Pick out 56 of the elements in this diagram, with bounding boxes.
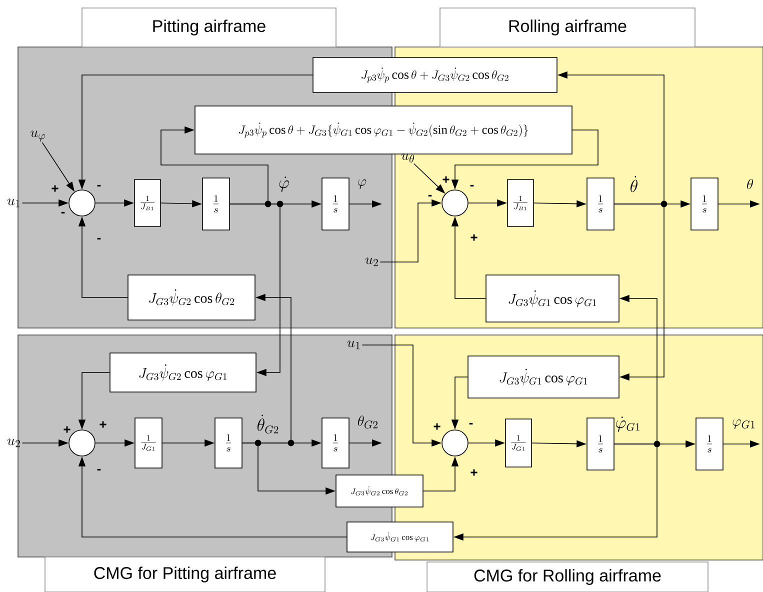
output-label: $\varphi$ — [358, 179, 366, 189]
sign-label: + — [442, 176, 450, 183]
sign-label: - — [469, 422, 473, 424]
signal-label: $\dot{\varphi}$ — [279, 176, 289, 192]
gain-block: $J_{p3}\dot{\psi}_{p}\cos\theta+J_{G3}\{\dot{\psi}_{G1}\cos\varphi_{G1}-\dot{\psi}_{G2}(\sin\theta_{G2}+\cos\theta_{G2})\}$ — [194, 106, 572, 154]
sign-label: + — [100, 421, 106, 428]
input-label: $u_{2}$ — [365, 258, 378, 266]
transfer-block: $\frac{1}{s}$ — [322, 418, 350, 468]
sign-label: - — [428, 194, 432, 196]
transfer-block: $\frac{1}{J_{B1}}$ — [134, 179, 161, 227]
sign-label: - — [470, 184, 474, 186]
panel-title: CMG for Rolling airframe — [426, 562, 708, 592]
input-label: $u_{\varphi}$ — [30, 130, 45, 142]
summing-junction — [442, 190, 468, 216]
transfer-block: $\frac{1}{J_{G1}}$ — [505, 418, 532, 468]
arrow — [230, 204, 280, 376]
transfer-block: $\frac{1}{s}$ — [586, 178, 614, 230]
transfer-block: $\frac{1}{s}$ — [586, 418, 614, 470]
panel-title: Pitting airframe — [82, 8, 336, 48]
transfer-block: $\frac{1}{s}$ — [322, 178, 350, 230]
gain-block: $J_{G3}\dot{\psi}_{G1}\cos\varphi_{G1}$ — [486, 274, 620, 322]
panel-title: Rolling airframe — [440, 8, 696, 48]
transfer-block: $\frac{1}{J_{B1}}$ — [507, 179, 534, 227]
sign-label: - — [97, 238, 101, 240]
sign-label: + — [470, 234, 478, 241]
transfer-block: $\frac{1}{J_{G1}}$ — [134, 418, 162, 468]
transfer-block: $\frac{1}{s}$ — [202, 178, 230, 230]
input-label: $u_{1}$ — [347, 340, 360, 350]
transfer-block: $\frac{1}{s}$ — [696, 418, 724, 470]
summing-junction — [68, 430, 96, 456]
sign-label: + — [64, 426, 70, 433]
output-label: $\theta$ — [747, 178, 753, 190]
signal-label: $\dot{\theta}_{G2}$ — [257, 414, 278, 434]
input-label: $u_{\theta}$ — [401, 153, 414, 163]
signal-label: $\dot{\varphi}_{G1}$ — [616, 416, 640, 432]
transfer-block: $\frac{1}{s}$ — [690, 178, 718, 230]
sign-label: + — [52, 185, 58, 192]
panel-title: CMG for Pitting airframe — [44, 556, 326, 592]
summing-junction — [442, 430, 468, 456]
output-label: $\varphi_{G1}$ — [732, 419, 755, 429]
gain-block: $J_{G3}\dot{\psi}_{G2}\cos\theta_{G2}$ — [336, 474, 424, 508]
gain-block: $J_{p3}\dot{\psi}_{p}\cos\theta+J_{G3}\dot{\psi}_{G2}\cos\theta_{G2}$ — [312, 57, 558, 93]
sign-label: - — [61, 212, 65, 214]
gain-block: $J_{G3}\dot{\psi}_{G2}\cos\varphi_{G1}$ — [110, 352, 256, 392]
transfer-block: $\frac{1}{s}$ — [214, 418, 242, 468]
gain-block: $J_{G3}\dot{\psi}_{G1}\cos\varphi_{G1}$ — [468, 356, 620, 398]
summing-junction — [68, 190, 96, 216]
sign-label: - — [97, 468, 101, 470]
signal-label: $\dot{\theta}$ — [630, 176, 638, 192]
gain-block: $J_{G3}\dot{\psi}_{G1}\cos\varphi_{G1}$ — [346, 522, 454, 552]
sign-label: + — [470, 469, 478, 476]
arrow — [614, 204, 664, 381]
sign-label: + — [434, 423, 440, 430]
sign-label: - — [97, 184, 101, 186]
gain-block: $J_{G3}\dot{\psi}_{G2}\cos\theta_{G2}$ — [128, 274, 256, 320]
output-label: $\theta_{G2}$ — [358, 416, 378, 428]
